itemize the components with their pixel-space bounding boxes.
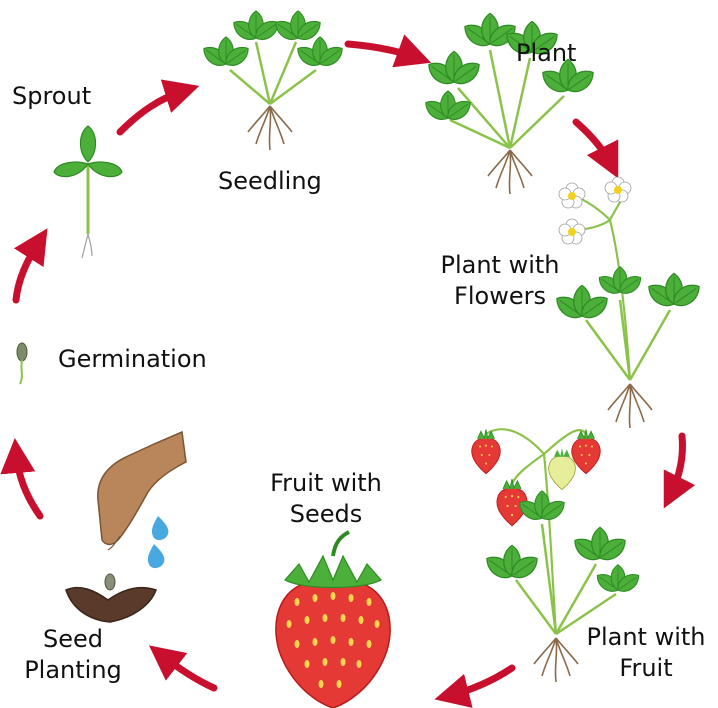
arrow-flowers-to-fruit (670, 436, 683, 496)
arrow-sprout-to-seedling (120, 90, 186, 132)
stage-label-line: Planting (18, 655, 128, 686)
stage-label-line: Plant with (432, 250, 568, 281)
stage-label-line: Seed (18, 624, 128, 655)
arrow-seedling-to-plant (348, 44, 418, 58)
stage-label-plant: Plant (516, 38, 576, 69)
strawberry-illustration (276, 532, 390, 708)
water-drop-icon (152, 516, 168, 540)
stage-label-line: Seeds (258, 499, 394, 530)
arrow-plant-to-flowers (576, 122, 612, 166)
arrow-fruit-to-seeds (448, 668, 512, 696)
flowering-plant-illustration (552, 177, 704, 428)
seed-planting-illustration (66, 432, 186, 622)
stage-label-line: Fruit with (258, 468, 394, 499)
stage-label-plant-with-fruit: Plant with Fruit (578, 622, 714, 684)
arrow-germination-to-sprout (16, 240, 40, 300)
stage-label-germination: Germination (58, 344, 207, 375)
stage-label-plant-with-flowers: Plant with Flowers (432, 250, 568, 312)
stage-label-seed-planting: Seed Planting (18, 624, 128, 686)
arrow-seeds-to-planting (160, 654, 214, 688)
soil-icon (66, 588, 156, 622)
seed-icon (105, 574, 115, 590)
germinating-seed-illustration (17, 343, 27, 384)
arrow-planting-to-germination (16, 452, 40, 516)
stage-label-fruit-with-seeds: Fruit with Seeds (258, 468, 394, 530)
hand-icon (98, 432, 186, 545)
sprout-illustration (54, 126, 122, 258)
stage-label-sprout: Sprout (12, 81, 91, 112)
seedling-illustration (200, 11, 347, 150)
stage-label-line: Fruit (578, 653, 714, 684)
stage-label-line: Flowers (432, 281, 568, 312)
stage-label-line: Plant with (578, 622, 714, 653)
water-drop-icon (148, 544, 164, 568)
stage-label-seedling: Seedling (218, 166, 322, 197)
